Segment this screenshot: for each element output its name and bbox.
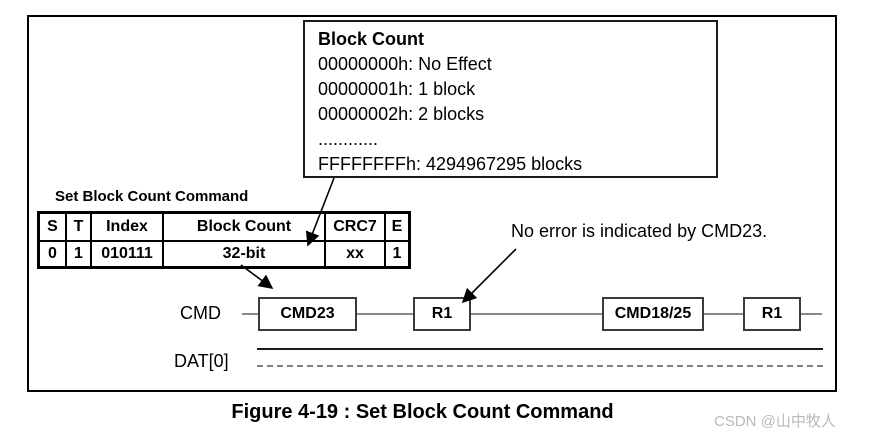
block-count-line: 00000001h: 1 block — [318, 79, 476, 99]
value-cell-t: 1 — [65, 240, 92, 269]
block-count-title: Block Count — [318, 29, 424, 49]
cmd-signal-line — [242, 313, 822, 315]
header-cell-e: E — [384, 211, 411, 242]
value-cell-crc7: xx — [324, 240, 386, 269]
header-cell-crc7: CRC7 — [324, 211, 386, 242]
value-cell-s: 0 — [37, 240, 67, 269]
header-cell-block-count: Block Count — [162, 211, 326, 242]
dat0-signal-line-dashed — [257, 365, 823, 367]
timeline-box-cmd23: CMD23 — [258, 297, 357, 331]
timeline-box-cmd18-25: CMD18/25 — [602, 297, 704, 331]
header-cell-t: T — [65, 211, 92, 242]
dat0-line-label: DAT[0] — [174, 351, 229, 371]
block-count-callout: Block Count 00000000h: No Effect 0000000… — [303, 20, 718, 178]
command-table-title: Set Block Count Command — [55, 188, 249, 205]
value-cell-block-count: 32-bit — [162, 240, 326, 269]
header-cell-index: Index — [90, 211, 164, 242]
block-count-line: FFFFFFFFh: 4294967295 blocks — [318, 154, 583, 174]
block-count-line: ............ — [318, 129, 379, 149]
timeline-box-r1: R1 — [413, 297, 471, 331]
cmd-line-label: CMD — [180, 303, 221, 323]
table-value-row: 0 1 010111 32-bit xx 1 — [37, 240, 411, 269]
block-count-line: 00000002h: 2 blocks — [318, 104, 485, 124]
dat0-signal-line-solid — [257, 348, 823, 350]
value-cell-index: 010111 — [90, 240, 164, 269]
figure-caption: Figure 4-19 : Set Block Count Command — [231, 401, 614, 423]
value-cell-e: 1 — [384, 240, 411, 269]
command-format-table: S T Index Block Count CRC7 E 0 1 010111 … — [37, 211, 411, 269]
no-error-annotation: No error is indicated by CMD23. — [511, 221, 768, 241]
block-count-line: 00000000h: No Effect — [318, 54, 492, 74]
header-cell-s: S — [37, 211, 67, 242]
watermark: CSDN @山中牧人 — [714, 413, 836, 430]
timeline-box-r1-2: R1 — [743, 297, 801, 331]
table-header-row: S T Index Block Count CRC7 E — [37, 211, 411, 242]
